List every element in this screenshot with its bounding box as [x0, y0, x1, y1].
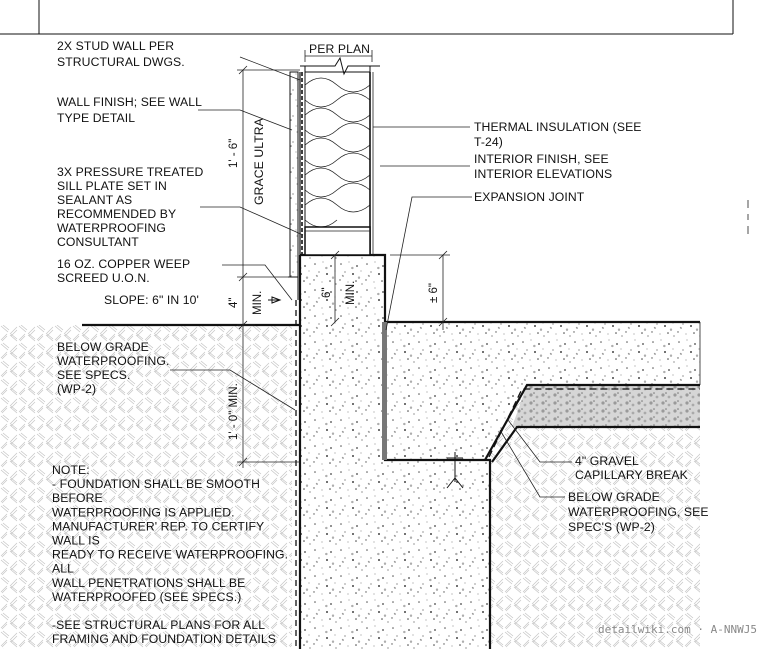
leader-below-grade-wp-right [499, 429, 565, 498]
label-interior-2: INTERIOR ELEVATIONS [474, 167, 612, 181]
label-wall-finish-2: TYPE DETAIL [57, 111, 135, 125]
leader-wall-finish [198, 109, 293, 131]
label-thermal-2: T-24) [474, 135, 503, 149]
label-sill-3: SEALANT AS [57, 193, 132, 207]
batt-insulation-loops [304, 77, 371, 213]
label-gravel-1: 4" GRAVEL [575, 454, 639, 468]
dim-1-0-min: 1' - 0" MIN. [228, 383, 240, 440]
dim-min-b: MIN. [345, 281, 357, 305]
label-per-plan: PER PLAN [309, 42, 370, 56]
label-slope: SLOPE: 6" IN 10' [104, 293, 199, 307]
note-line: ALL [52, 562, 74, 576]
dim-1-6: 1' - 6" [228, 139, 240, 168]
label-bg-wp-1: BELOW GRADE [57, 340, 149, 354]
slope-arrow [268, 296, 282, 304]
label-stud-wall-2: STRUCTURAL DWGS. [57, 55, 185, 69]
foundation-stem-wall [300, 255, 490, 649]
label-sill-2: SILL PLATE SET IN [57, 179, 167, 193]
label-stud-wall-1: 2X STUD WALL PER [57, 39, 174, 53]
gravel-bottom-line [491, 425, 700, 463]
note-line: WATERPROOFING IS APPLIED. [52, 505, 235, 519]
earth-fill-left [0, 325, 292, 649]
dim-6: 6" [321, 288, 333, 298]
note-line: MANUFACTURER' REP. TO CERTIFY [52, 519, 264, 533]
label-bg-wp-3: SEE SPECS. [57, 368, 130, 382]
label-sill-4: RECOMMENDED BY [57, 207, 176, 221]
leader-expansion-joint [385, 196, 472, 331]
leader-weep-screed [222, 264, 293, 301]
label-grace-ultra: GRACE ULTRA [252, 117, 266, 205]
dimension-ticks-left [238, 65, 248, 467]
gravel-capillary-break [512, 385, 700, 427]
watermark: detailwiki.com · A-NNWJ5 [598, 623, 757, 636]
label-bg-wp-4: (WP-2) [57, 382, 96, 396]
note-line: WALL IS [52, 534, 100, 548]
expansion-joint-strip [382, 322, 387, 460]
note-line: FRAMING AND FOUNDATION DETAILS [52, 632, 276, 646]
label-expansion: EXPANSION JOINT [474, 190, 585, 204]
label-bg-wp2-2: WATERPROOFING, SEE [568, 505, 709, 519]
exterior-wall-finish [289, 71, 299, 278]
wall-break-line [300, 56, 380, 76]
note-line: - FOUNDATION SHALL BE SMOOTH [52, 477, 260, 491]
label-bg-wp-2: WATERPROOFING. [57, 354, 169, 368]
note-line: WATERPROOFED (SEE SPECS.) [52, 590, 241, 604]
waterproofing-membrane-under-slab [488, 388, 700, 458]
dimension-ticks-mid [330, 250, 340, 327]
note-block: NOTE:- FOUNDATION SHALL BE SMOOTHBEFORE … [52, 463, 288, 646]
dim-pm6: ± 6" [428, 283, 440, 303]
label-wall-finish-1: WALL FINISH; SEE WALL [57, 95, 202, 109]
anchor-bolt-symbol [446, 452, 464, 489]
leader-stud-wall [239, 56, 301, 81]
note-line: READY TO RECEIVE WATERPROOFING. [52, 548, 288, 562]
label-sill-5: WATERPROOFING [57, 221, 166, 235]
sill-plate [304, 226, 371, 256]
slab-concrete [385, 322, 700, 460]
label-gravel-2: CAPILLARY BREAK [575, 468, 688, 482]
label-bg-wp2-3: SPEC'S (WP-2) [568, 520, 655, 534]
label-weep-1: 16 OZ. COPPER WEEP [57, 257, 190, 271]
leader-below-grade-wp [170, 369, 296, 411]
weep-screed [288, 276, 299, 300]
stud-wall-cavity [304, 71, 371, 228]
label-sill-6: CONSULTANT [57, 235, 139, 249]
label-weep-2: SCREED U.O.N. [57, 271, 150, 285]
note-line: NOTE: [52, 463, 90, 477]
label-sill-1: 3X PRESSURE TREATED [57, 165, 203, 179]
label-interior-1: INTERIOR FINISH, SEE [474, 152, 609, 166]
label-bg-wp2-1: BELOW GRADE [568, 490, 660, 504]
note-line: WALL PENETRATIONS SHALL BE [52, 576, 245, 590]
dim-min-a: MIN. [252, 291, 264, 315]
dim-4: 4" [228, 298, 240, 308]
leader-sill-plate [200, 206, 304, 236]
note-line: -SEE STRUCTURAL PLANS FOR ALL [52, 618, 265, 632]
earth-fill-right [488, 390, 700, 649]
leader-gravel [507, 419, 572, 463]
batt-insulation-loops-b [304, 92, 371, 228]
label-thermal-1: THERMAL INSULATION (SEE [474, 120, 642, 134]
dimension-ticks-right [438, 250, 448, 327]
note-line: BEFORE [52, 491, 103, 505]
